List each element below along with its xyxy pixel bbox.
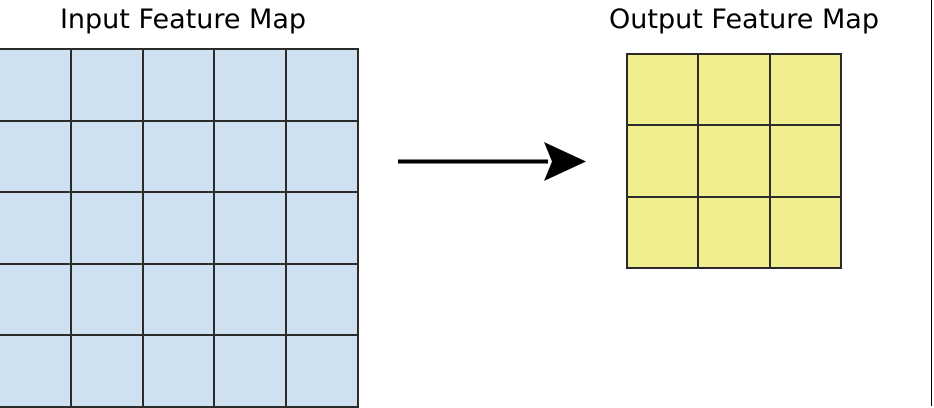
output-feature-map-grid [626,53,842,269]
transformation-arrow-icon [398,142,586,181]
input-grid-cell [143,193,214,263]
input-grid-cell [71,336,142,406]
output-grid-cell [628,126,698,196]
input-grid-cell [287,121,357,192]
input-grid-cell [215,50,286,120]
input-grid-cell [215,193,286,263]
input-grid-cell [287,50,357,120]
input-grid-cell [0,264,70,335]
output-grid-cell [628,197,698,267]
input-grid-cell [0,336,70,406]
input-grid-cell [71,121,142,192]
input-grid-cell [71,193,142,263]
output-grid-cell [699,55,769,125]
input-grid-cell [287,336,357,406]
input-grid-cell [287,193,357,263]
output-grid-cell [770,126,840,196]
input-grid-cell [143,50,214,120]
output-feature-map-title: Output Feature Map [609,4,879,35]
input-grid-cell [0,193,70,263]
input-grid-cell [143,121,214,192]
input-feature-map-title: Input Feature Map [59,4,307,35]
input-grid-cell [71,50,142,120]
input-grid-cell [215,264,286,335]
input-grid-cell [215,121,286,192]
input-feature-map-grid [0,48,359,408]
output-grid-cell [770,55,840,125]
output-grid-cell [770,197,840,267]
output-grid-cell [699,197,769,267]
figure-right-border [931,0,932,406]
arrow-head [544,142,586,181]
input-grid-cell [0,121,70,192]
input-grid-cell [143,336,214,406]
input-grid-cell [215,336,286,406]
input-grid-cell [0,50,70,120]
input-grid-cell [71,264,142,335]
input-grid-cell [143,264,214,335]
output-grid-cell [628,55,698,125]
output-grid-cell [699,126,769,196]
input-grid-cell [287,264,357,335]
